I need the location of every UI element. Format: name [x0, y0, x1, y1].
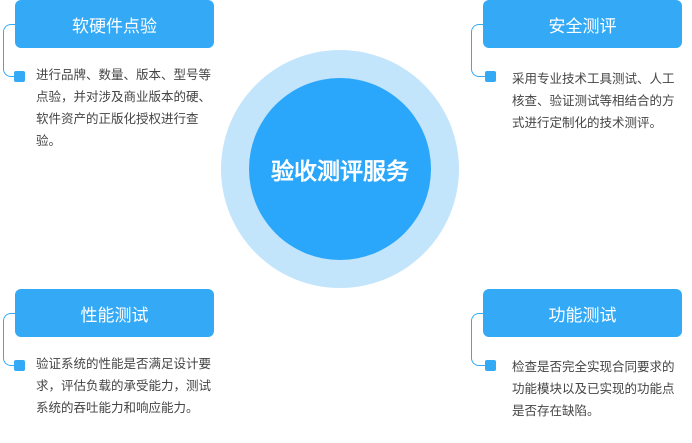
title-functional-test: 功能测试 [548, 305, 617, 326]
bracket-top-left [3, 24, 17, 77]
desc-security-assessment: 采用专业技术工具测试、人工核查、验证测试等相结合的方式进行定制化的技术测评。 [512, 71, 675, 130]
bracket-bottom-left [3, 313, 17, 366]
title-box-performance-test: 性能测试 [15, 289, 214, 337]
desc-functional-test: 检查是否完全实现合同要求的功能模块以及已实现的功能点是否存在缺陷。 [512, 359, 675, 418]
center-title: 验收测评服务 [271, 159, 409, 185]
bracket-top-right [471, 24, 485, 77]
bullet-top-right [485, 71, 496, 82]
title-security-assessment: 安全测评 [548, 16, 617, 37]
title-box-hardware-software-check: 软硬件点验 [15, 0, 214, 48]
bullet-bottom-left [14, 360, 25, 371]
title-performance-test: 性能测试 [80, 305, 149, 326]
title-box-functional-test: 功能测试 [483, 289, 682, 337]
title-box-security-assessment: 安全测评 [483, 0, 682, 48]
bullet-top-left [14, 71, 25, 82]
center-core: 验收测评服务 [249, 78, 431, 260]
desc-hardware-software-check: 进行品牌、数量、版本、型号等点验，并对涉及商业版本的硬、软件资产的正版化授权进行… [36, 67, 212, 148]
desc-performance-test: 验证系统的性能是否满足设计要求，评估负载的承受能力，测试系统的吞吐能力和响应能力… [36, 356, 212, 415]
bracket-bottom-right [471, 313, 485, 366]
bullet-bottom-right [485, 360, 496, 371]
title-hardware-software-check: 软硬件点验 [72, 16, 157, 37]
